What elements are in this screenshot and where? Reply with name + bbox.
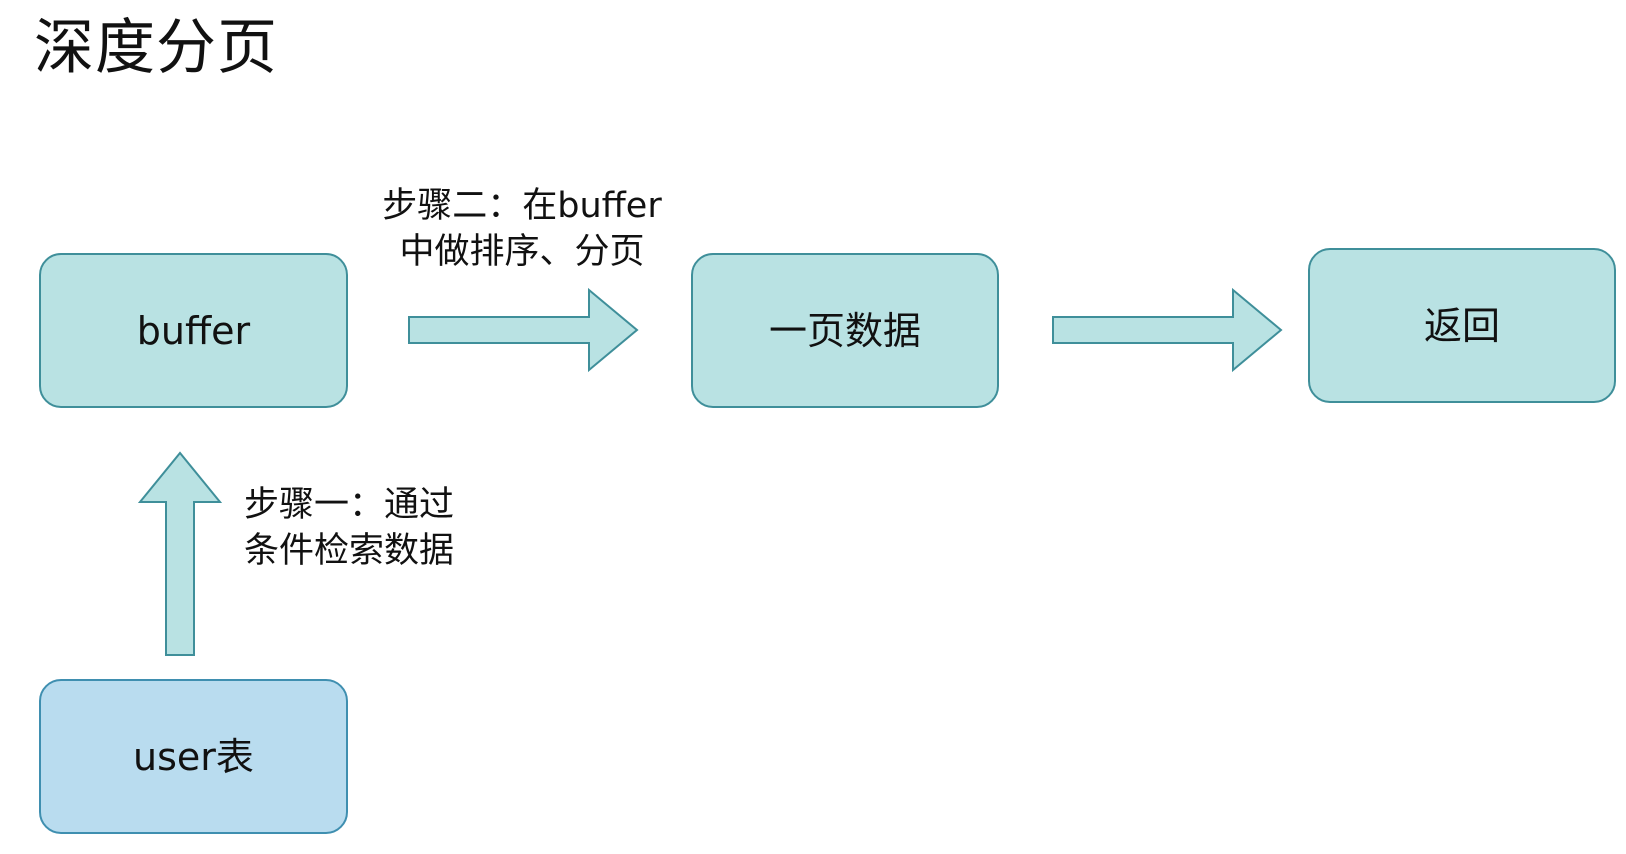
step-two-line-1: 步骤二：在buffer <box>382 186 662 226</box>
buffer-node: buffer <box>39 253 348 408</box>
step-one-line-1: 步骤一：通过 <box>244 485 455 525</box>
arrow-right-buffer-to-page-data <box>408 287 639 373</box>
page-data-node-label: 一页数据 <box>768 308 921 353</box>
arrow-up-user-table-to-buffer <box>137 451 223 656</box>
buffer-node-label: buffer <box>136 308 251 353</box>
step-one-label: 步骤一：通过 条件检索数据 <box>244 482 504 574</box>
page-data-node: 一页数据 <box>691 253 999 408</box>
step-two-label: 步骤二：在buffer 中做排序、分页 <box>372 183 672 275</box>
return-node: 返回 <box>1308 248 1616 403</box>
user-table-node: user表 <box>39 679 348 834</box>
step-two-line-2: 中做排序、分页 <box>399 232 645 272</box>
return-node-label: 返回 <box>1423 303 1500 348</box>
user-table-node-label: user表 <box>133 734 254 779</box>
arrow-right-page-data-to-return <box>1052 287 1283 373</box>
step-one-line-2: 条件检索数据 <box>244 531 455 571</box>
page-title: 深度分页 <box>34 13 278 83</box>
